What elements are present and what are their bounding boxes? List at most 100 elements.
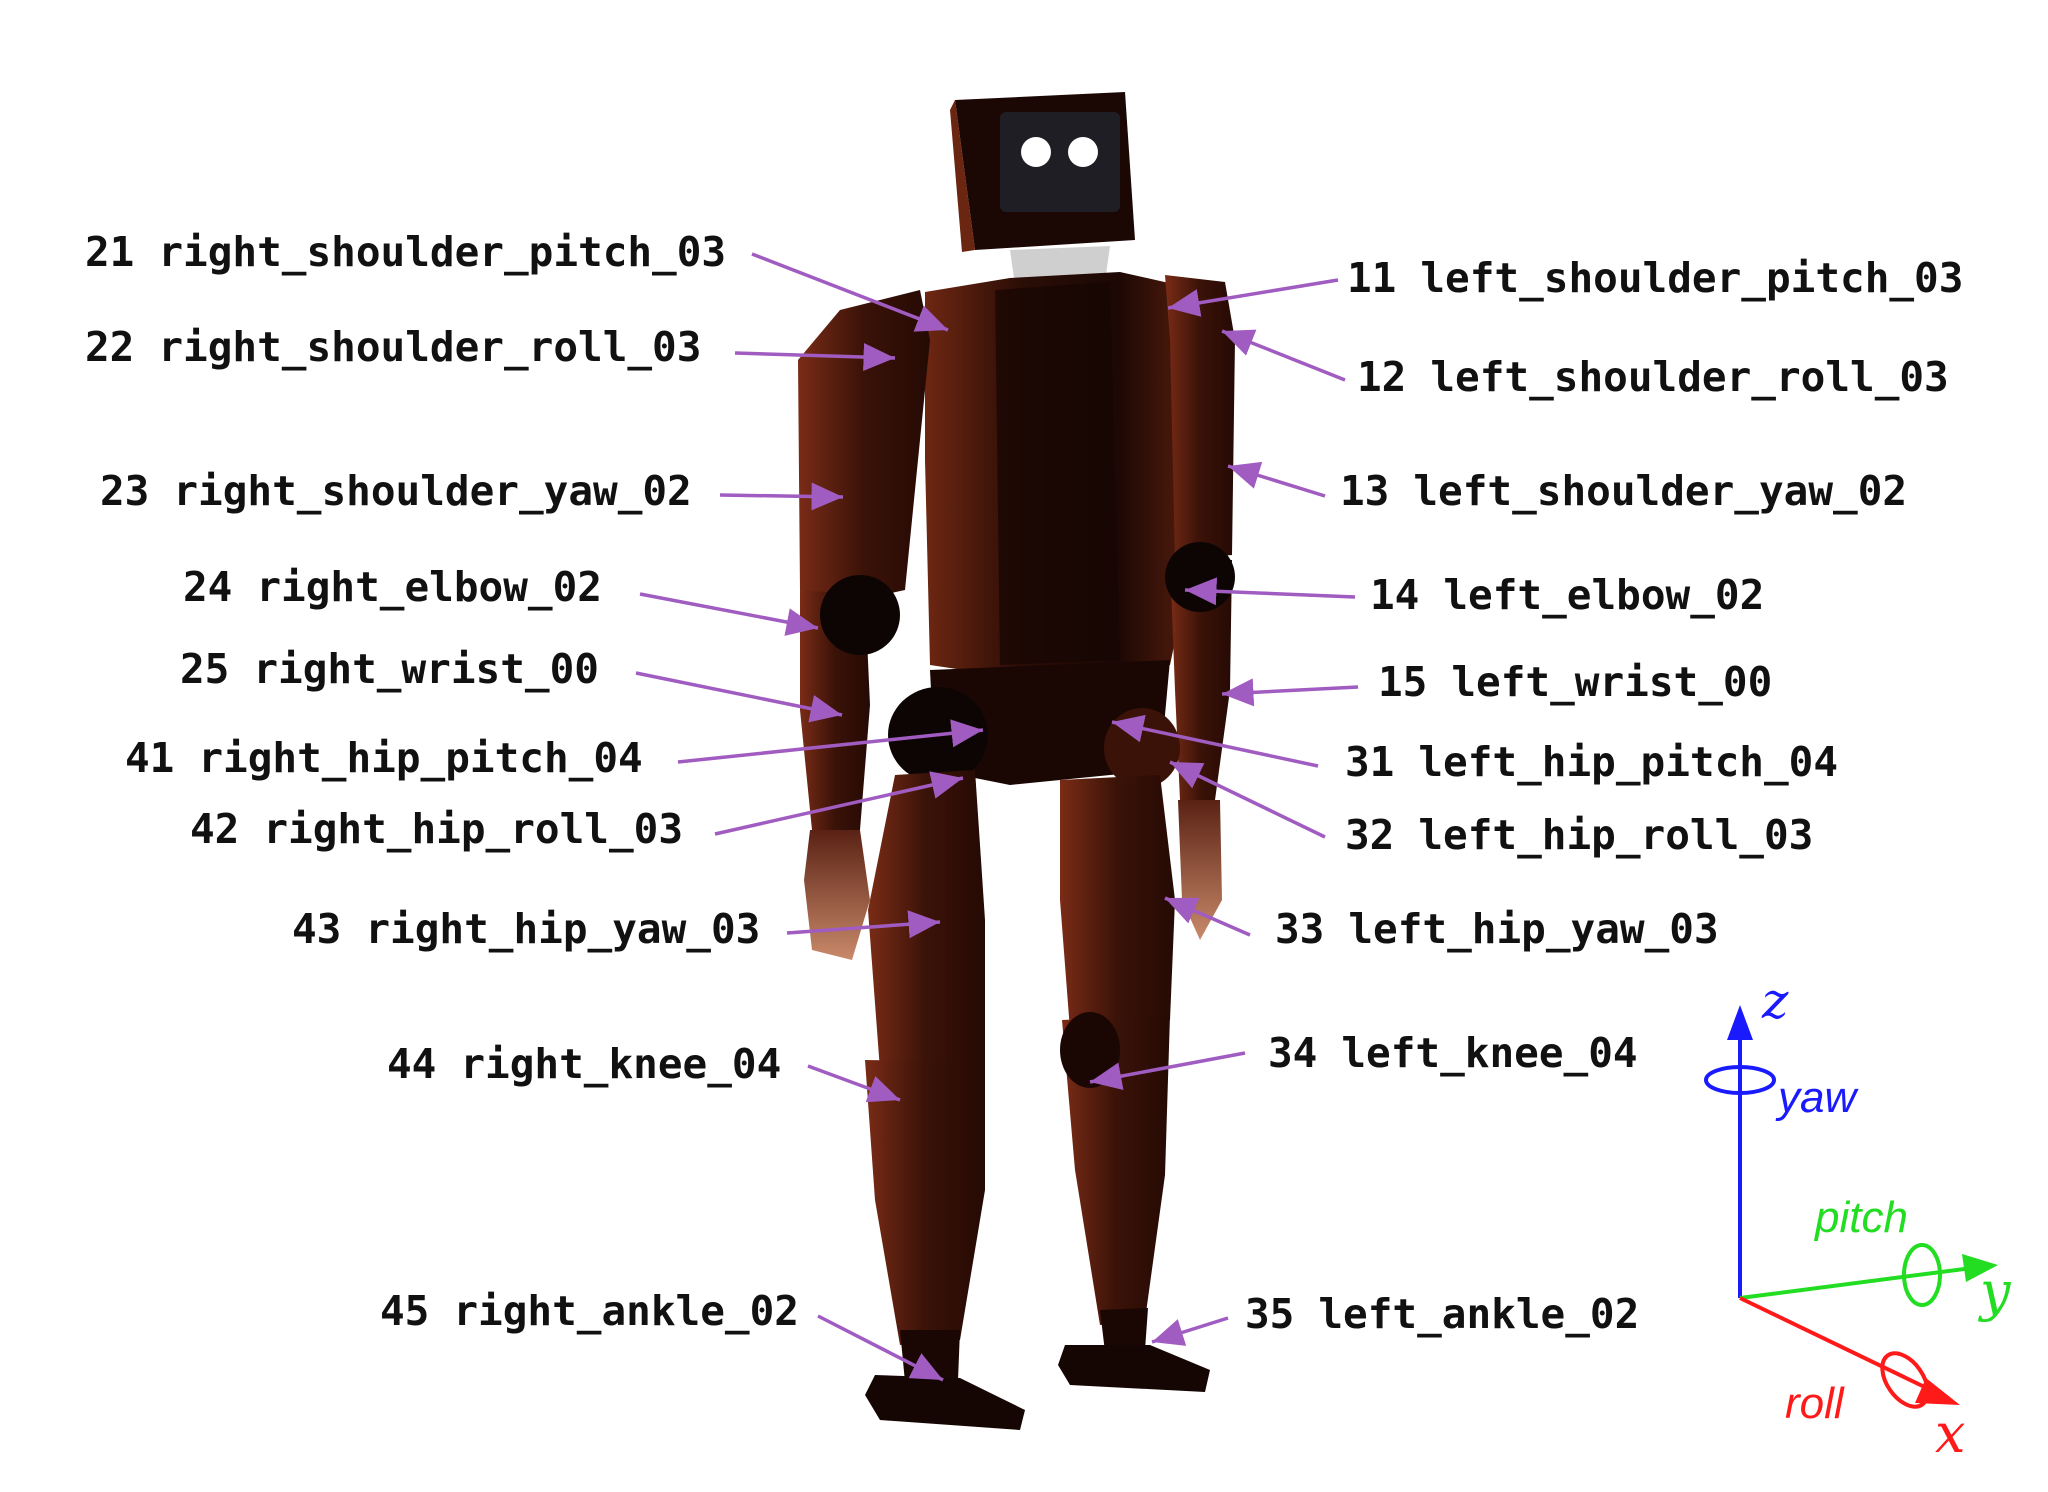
- joint-name: right_hip_yaw_03: [365, 905, 760, 953]
- joint-id: 35: [1245, 1290, 1294, 1338]
- robot-right-arm: [798, 290, 930, 960]
- left-foot: [1058, 1345, 1210, 1392]
- x-axis-line: [1739, 1296, 1936, 1394]
- joint-label-13: 13 left_shoulder_yaw_02: [1340, 467, 1907, 515]
- joint-id: 13: [1340, 467, 1389, 515]
- right-foot: [865, 1375, 1025, 1430]
- joint-id: 44: [387, 1040, 436, 1088]
- joint-label-23: 23 right_shoulder_yaw_02: [100, 467, 692, 515]
- joint-name: left_knee_04: [1341, 1029, 1637, 1077]
- leader-arrow-21: [751, 252, 949, 332]
- joint-name: left_hip_roll_03: [1418, 811, 1813, 859]
- leader-arrow-23: [719, 482, 844, 511]
- joint-name: right_wrist_00: [253, 645, 599, 693]
- joint-id: 43: [292, 905, 341, 953]
- joint-id: 23: [100, 467, 149, 515]
- z-axis-arrow-icon: [1727, 1005, 1753, 1040]
- joint-id: 45: [380, 1287, 429, 1335]
- joint-name: left_ankle_02: [1318, 1290, 1639, 1338]
- leader-arrow-41: [677, 719, 984, 764]
- joint-id: 33: [1275, 905, 1324, 953]
- robot-left-leg: [1058, 775, 1210, 1392]
- joint-id: 11: [1347, 254, 1396, 302]
- joint-label-35: 35 left_ankle_02: [1245, 1290, 1639, 1338]
- joint-name: left_shoulder_pitch_03: [1420, 254, 1963, 302]
- joint-id: 41: [125, 734, 174, 782]
- right-side-joint-labels: 21 right_shoulder_pitch_03 22 right_shoulde…: [85, 228, 799, 1335]
- joint-name: left_hip_pitch_04: [1418, 738, 1838, 786]
- joint-label-43: 43 right_hip_yaw_03: [292, 905, 760, 953]
- joint-name: right_ankle_02: [453, 1287, 799, 1335]
- leader-arrow-44: [807, 1064, 901, 1103]
- joint-id: 31: [1345, 738, 1394, 786]
- leader-arrow-42: [714, 771, 964, 836]
- robot-head: [950, 92, 1135, 252]
- leader-arrow-33: [1164, 896, 1251, 937]
- leader-arrow-22: [734, 343, 896, 372]
- leader-arrow-24: [639, 592, 819, 636]
- joint-name: left_wrist_00: [1451, 658, 1772, 706]
- robot-illustration: [798, 92, 1235, 1430]
- face-screen: [1000, 112, 1120, 212]
- joint-label-25: 25 right_wrist_00: [180, 645, 599, 693]
- robot-right-leg: [865, 770, 1025, 1430]
- pitch-rotation-icon: [1902, 1243, 1942, 1307]
- leader-lines: [635, 252, 1359, 1382]
- yaw-label: yaw: [1775, 1073, 1859, 1122]
- axis-legend: z yaw pitch y roll x: [1704, 972, 2012, 1465]
- leader-arrow-15: [1221, 678, 1359, 707]
- joint-id: 21: [85, 228, 134, 276]
- joint-name: right_shoulder_pitch_03: [158, 228, 726, 276]
- joint-name: left_elbow_02: [1443, 571, 1764, 619]
- joint-label-41: 41 right_hip_pitch_04: [125, 734, 643, 782]
- joint-id: 22: [85, 323, 134, 371]
- joint-id: 12: [1357, 353, 1406, 401]
- joint-name: right_shoulder_roll_03: [158, 323, 701, 371]
- joint-name: right_knee_04: [460, 1040, 781, 1088]
- joint-id: 42: [190, 805, 239, 853]
- joint-name: right_shoulder_yaw_02: [173, 467, 691, 515]
- joint-id: 34: [1268, 1029, 1317, 1077]
- joint-id: 25: [180, 645, 229, 693]
- joint-id: 14: [1370, 571, 1419, 619]
- yaw-rotation-icon: [1704, 1065, 1776, 1095]
- leader-arrow-43: [786, 910, 941, 939]
- leader-arrow-25: [635, 671, 843, 723]
- left-eye-icon: [1021, 137, 1051, 167]
- joint-label-31: 31 left_hip_pitch_04: [1345, 738, 1838, 786]
- x-axis-arrow-icon: [1915, 1378, 1960, 1405]
- z-axis-label: z: [1761, 972, 1789, 1030]
- roll-label: roll: [1785, 1379, 1845, 1428]
- y-axis-label: y: [1978, 1260, 2012, 1323]
- joint-label-44: 44 right_knee_04: [387, 1040, 781, 1088]
- leader-arrow-31: [1111, 714, 1319, 768]
- joint-name: right_hip_roll_03: [263, 805, 683, 853]
- joint-id: 15: [1378, 658, 1427, 706]
- joint-id: 24: [183, 563, 232, 611]
- joint-name: left_shoulder_roll_03: [1430, 353, 1948, 401]
- leader-arrow-14: [1184, 577, 1356, 606]
- joint-label-12: 12 left_shoulder_roll_03: [1357, 353, 1949, 401]
- leader-arrow-32: [1169, 760, 1326, 839]
- joint-name: right_hip_pitch_04: [198, 734, 642, 782]
- right-eye-icon: [1068, 137, 1098, 167]
- leader-arrow-12: [1221, 329, 1346, 382]
- joint-label-34: 34 left_knee_04: [1268, 1029, 1638, 1077]
- joint-label-15: 15 left_wrist_00: [1378, 658, 1772, 706]
- joint-label-21: 21 right_shoulder_pitch_03: [85, 228, 726, 276]
- joint-label-11: 11 left_shoulder_pitch_03: [1347, 254, 1963, 302]
- roll-rotation-icon: [1880, 1351, 1930, 1409]
- y-axis-line: [1739, 1266, 1973, 1300]
- leader-arrow-35: [1151, 1316, 1229, 1346]
- leader-arrow-13: [1227, 461, 1326, 498]
- y-axis-arrow-icon: [1962, 1254, 1998, 1282]
- joint-label-42: 42 right_hip_roll_03: [190, 805, 683, 853]
- joint-label-22: 22 right_shoulder_roll_03: [85, 323, 701, 371]
- leader-arrow-45: [817, 1314, 944, 1382]
- left-side-joint-labels: 11 left_shoulder_pitch_03 12 left_shoulder_…: [1245, 254, 1963, 1338]
- joint-name: left_shoulder_yaw_02: [1413, 467, 1907, 515]
